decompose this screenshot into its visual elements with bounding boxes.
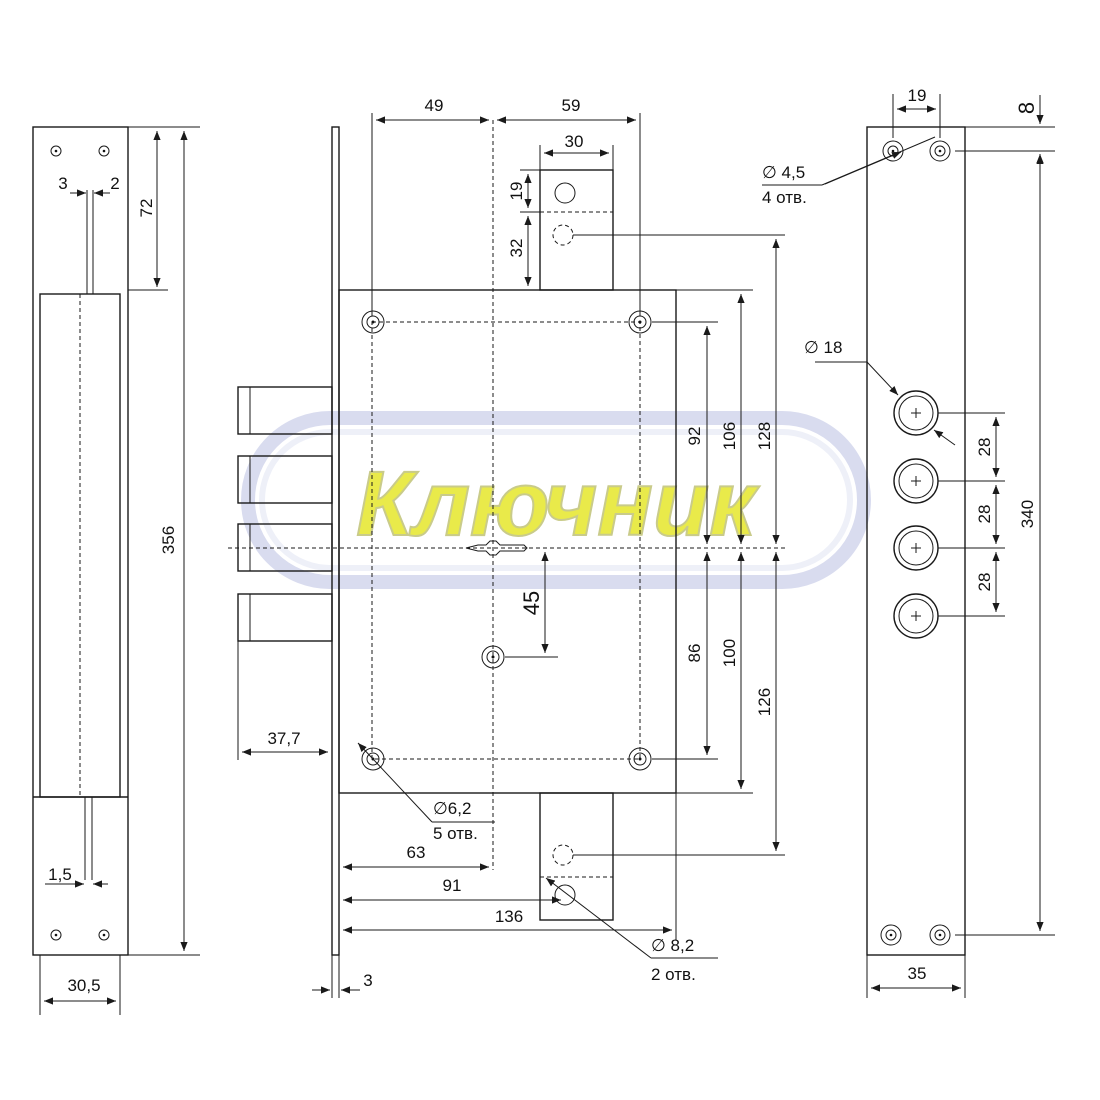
dim-28-c: 28 <box>975 573 994 592</box>
hole-note-4-5-count: 4 отв. <box>762 188 807 207</box>
watermark-text: Ключник <box>356 453 760 555</box>
mount-hole-icon <box>361 310 385 334</box>
hole-note-8-2-dia: ∅ 8,2 <box>651 936 694 955</box>
dim-340: 340 <box>1018 500 1037 528</box>
screw-hole-icon <box>50 929 62 941</box>
bolt <box>237 386 333 435</box>
dim-1-5: 1,5 <box>48 865 72 884</box>
dim-356: 356 <box>159 526 178 554</box>
dim-8: 8 <box>1014 102 1039 114</box>
dim-dia-18: ∅ 18 <box>804 338 842 357</box>
dim-28-b: 28 <box>975 505 994 524</box>
dim-49: 49 <box>425 96 444 115</box>
dim-100: 100 <box>720 639 739 667</box>
rod-hole-hidden-icon <box>552 844 574 866</box>
bolt-hole-icon <box>893 525 939 571</box>
rod-hole-hidden-icon <box>552 224 574 246</box>
bolt <box>237 523 333 572</box>
screw-hole-icon <box>929 924 951 946</box>
bolt-hole-icon <box>893 390 939 436</box>
hole-note-6-2-count: 5 отв. <box>433 824 478 843</box>
dim-30: 30 <box>565 132 584 151</box>
dim-106: 106 <box>720 422 739 450</box>
dim-37-7: 37,7 <box>267 729 300 748</box>
bolt-hole-icon <box>893 593 939 639</box>
dim-32: 32 <box>507 239 526 258</box>
dim-126: 126 <box>755 688 774 716</box>
watermark: Ключник <box>241 411 871 589</box>
rod-hole-icon <box>554 182 576 204</box>
keyhole-icon <box>465 540 528 556</box>
handle-hole-icon <box>481 645 505 669</box>
screw-hole-icon <box>98 929 110 941</box>
dim-72: 72 <box>137 199 156 218</box>
dim-128: 128 <box>755 422 774 450</box>
dim-3: 3 <box>58 174 67 193</box>
dim-59: 59 <box>562 96 581 115</box>
bolt-hole-icon <box>893 458 939 504</box>
dim-92: 92 <box>685 427 704 446</box>
dim-19: 19 <box>507 182 526 201</box>
dim-2: 2 <box>110 174 119 193</box>
dim-45: 45 <box>519 591 544 615</box>
screw-hole-icon <box>50 145 62 157</box>
hole-note-8-2-count: 2 отв. <box>651 965 696 984</box>
right-strike-plate: 19 8 ∅ 4,5 4 отв. ∅ 18 28 28 28 340 <box>762 86 1055 998</box>
lock-body: 49 59 30 19 32 92 86 106 100 128 <box>228 96 785 998</box>
dim-3-faceplate: 3 <box>363 971 372 990</box>
dim-136: 136 <box>495 907 523 926</box>
dim-91: 91 <box>443 876 462 895</box>
hole-note-4-5-dia: ∅ 4,5 <box>762 163 805 182</box>
screw-hole-icon <box>880 924 902 946</box>
bolt <box>237 593 333 642</box>
dim-30-5: 30,5 <box>67 976 100 995</box>
screw-hole-icon <box>929 140 951 162</box>
dim-19-right: 19 <box>908 86 927 105</box>
left-strike-plate: 3 2 72 356 1,5 30,5 <box>32 126 200 1015</box>
dim-63: 63 <box>407 843 426 862</box>
dim-35: 35 <box>908 964 927 983</box>
bolt <box>237 455 333 504</box>
dim-28-a: 28 <box>975 438 994 457</box>
mount-hole-icon <box>628 747 652 771</box>
dim-86: 86 <box>685 644 704 663</box>
screw-hole-icon <box>98 145 110 157</box>
hole-note-6-2-dia: ∅6,2 <box>433 799 471 818</box>
rod-hole-icon <box>554 884 576 906</box>
